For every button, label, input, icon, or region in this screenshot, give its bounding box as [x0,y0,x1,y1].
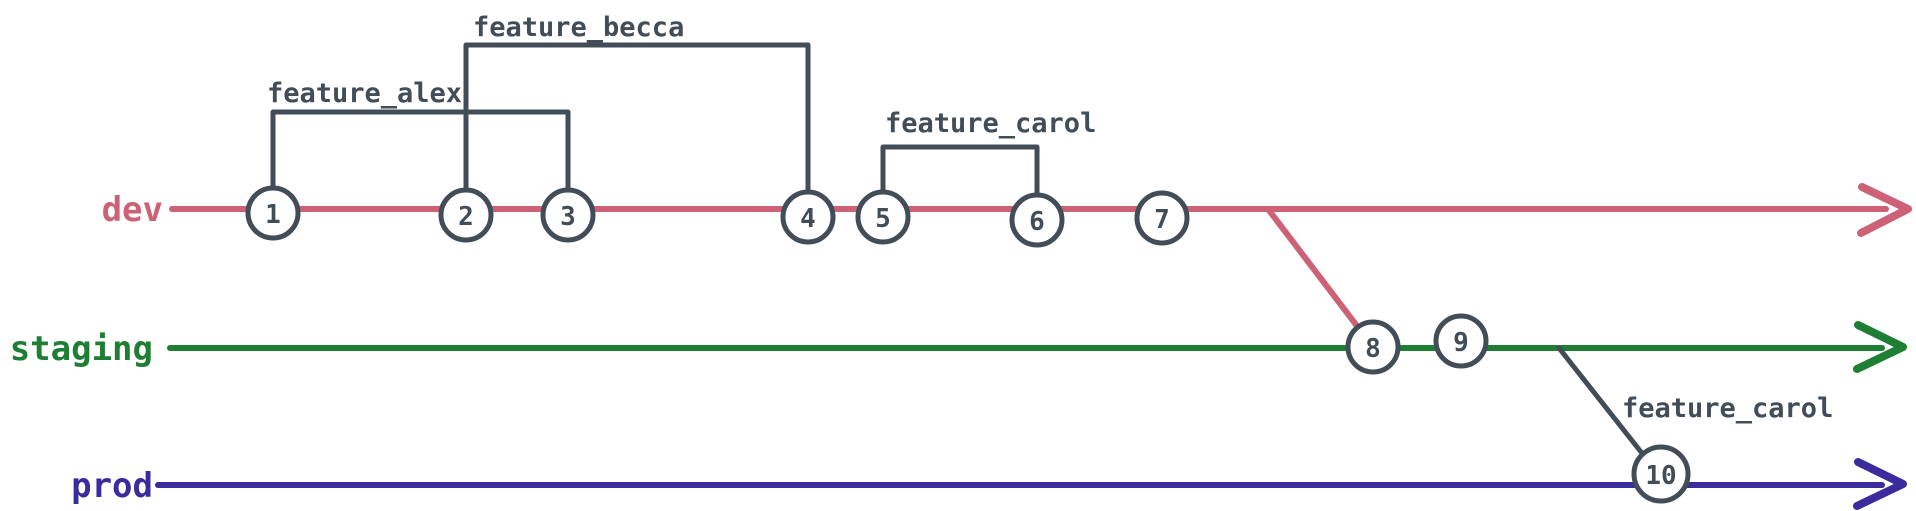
feature-becca-label: feature_becca [473,12,684,43]
commit-7-label: 7 [1154,205,1170,235]
feature-carol-merge-label: feature_carol [1622,393,1833,424]
feature-carol-bracket [880,144,1040,223]
commit-8-label: 8 [1365,334,1381,364]
commit-5-label: 5 [875,204,891,234]
staging-arrow-icon [1853,321,1907,373]
feature-alex-bracket [270,109,571,218]
commit-1-node [245,185,301,241]
commit-7-node [1134,190,1190,246]
commit-8-node [1345,319,1401,375]
commit-2-node [438,187,494,243]
commit-10-node [1631,444,1691,504]
branch-prod-label: prod [71,466,153,506]
commit-3-label: 3 [560,202,576,232]
branch-staging-label: staging [10,329,153,369]
feature-becca-bracket [463,42,811,220]
commit-6-label: 6 [1029,207,1045,237]
commit-1-label: 1 [265,200,281,230]
dev-to-staging-connector [1265,206,1376,350]
commit-10-label: 10 [1645,461,1676,491]
commit-3-node [540,187,596,243]
feature-alex-label: feature_alex [267,78,462,109]
commit-9-label: 9 [1453,328,1469,358]
commit-5-node [855,189,911,245]
commit-4-node [780,189,836,245]
commit-6-node [1009,192,1065,248]
dev-arrow-icon [1857,183,1912,237]
feature-carol-label: feature_carol [885,108,1096,139]
branch-dev-label: dev [102,190,163,230]
commit-2-label: 2 [458,202,474,232]
commit-4-label: 4 [800,204,816,234]
commit-9-node [1433,313,1489,369]
prod-arrow-icon [1853,458,1907,510]
